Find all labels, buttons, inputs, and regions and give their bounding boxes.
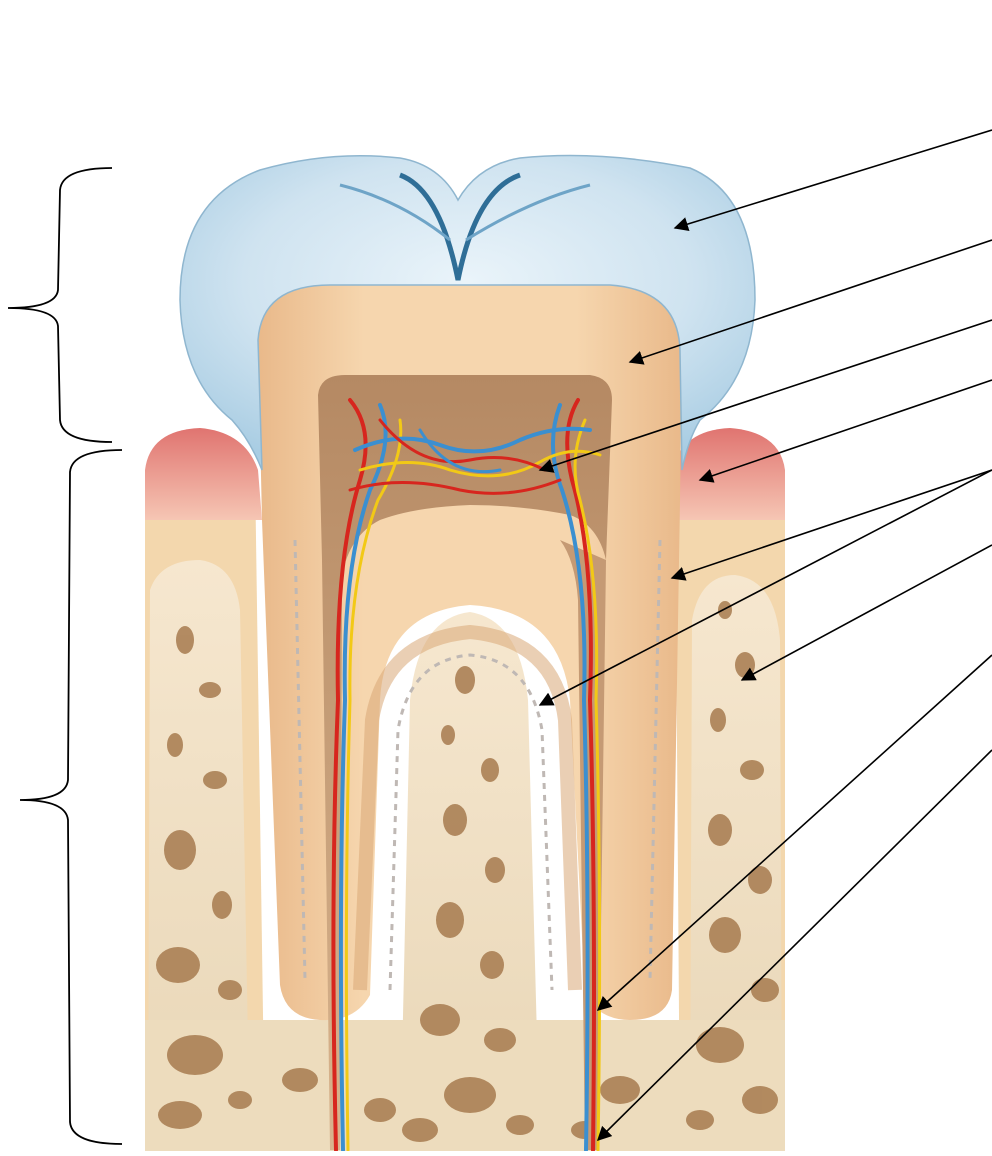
root-bracket — [20, 450, 122, 1144]
brackets — [8, 168, 122, 1144]
crown-bracket — [8, 168, 112, 442]
arrow-enamel — [675, 130, 992, 228]
